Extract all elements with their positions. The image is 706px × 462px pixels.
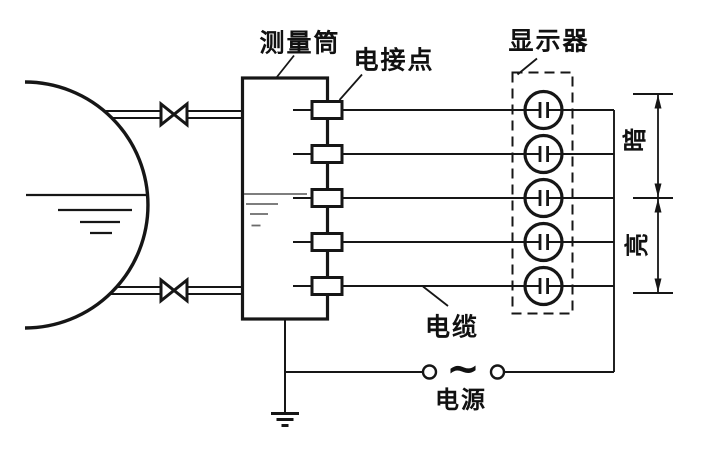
label-display: 显示器 — [508, 26, 590, 56]
power-terminal-right — [489, 364, 506, 380]
contact-lamp-row-4 — [293, 221, 614, 263]
dimension-dark — [633, 93, 673, 198]
leader-display — [516, 57, 538, 76]
arrow-up-icon — [654, 94, 662, 109]
power-terminal-left — [421, 364, 438, 380]
label-cable: 电缆 — [424, 312, 480, 342]
label-measuring-cylinder: 测量筒 — [259, 28, 341, 58]
cylinder-water-level — [244, 193, 307, 227]
electric-contact-5 — [310, 276, 344, 296]
arrow-down-icon — [654, 183, 662, 198]
valve-icon-upper — [159, 100, 189, 128]
contact-lamp-row-2 — [293, 133, 614, 175]
label-dark: 暗 — [621, 128, 649, 152]
label-bright: 亮 — [623, 233, 651, 257]
pipe-lower — [110, 286, 243, 295]
leader-measuring-cylinder — [275, 54, 295, 79]
label-electric-contact: 电接点 — [353, 45, 435, 75]
electric-contact-4 — [310, 232, 344, 252]
electric-contact-3 — [310, 188, 344, 208]
tank-outline — [24, 80, 150, 330]
contact-lamp-row-1 — [293, 89, 614, 131]
arrow-down-icon — [654, 278, 662, 293]
ac-wave-symbol: ~ — [446, 346, 480, 392]
electric-contact-1 — [310, 100, 344, 120]
contact-lamp-row-3 — [293, 177, 614, 219]
common-bus-wire — [504, 110, 615, 373]
arrow-up-icon — [654, 198, 662, 213]
pipe-upper — [104, 110, 243, 119]
leader-cable — [422, 285, 449, 307]
dimension-bright — [633, 197, 673, 294]
valve-icon-lower — [159, 276, 189, 304]
label-power-source: 电源 — [435, 386, 487, 414]
display-dashed-box — [511, 71, 574, 315]
tank-water-level — [26, 193, 148, 235]
leader-electric-contact — [338, 73, 363, 101]
ground-icon — [271, 319, 299, 427]
contact-lamp-row-5 — [293, 265, 614, 307]
electric-contact-2 — [310, 144, 344, 164]
